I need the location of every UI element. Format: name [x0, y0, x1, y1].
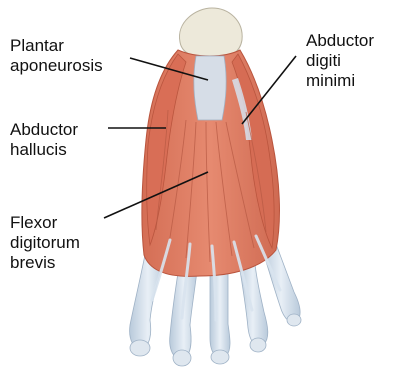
plantar-aponeurosis-label-line-2: aponeurosis	[10, 56, 103, 76]
abductor-hallucis-label: Abductor hallucis	[10, 120, 78, 160]
flexor-digitorum-brevis-label: Flexor digitorum brevis	[10, 213, 80, 273]
abductor-digiti-minimi-label: Abductor digiti minimi	[306, 31, 374, 91]
flexor-digitorum-brevis-label-line-3: brevis	[10, 253, 80, 273]
abductor-hallucis-label-line-2: hallucis	[10, 140, 78, 160]
fourth-toe-tip	[250, 338, 266, 352]
plantar-aponeurosis-label: Plantar aponeurosis	[10, 36, 103, 76]
flexor-digitorum-brevis-label-line-1: Flexor	[10, 213, 80, 233]
abductor-digiti-minimi-label-line-3: minimi	[306, 71, 374, 91]
plantar-aponeurosis-label-line-1: Plantar	[10, 36, 103, 56]
calcaneus-bone	[179, 8, 242, 58]
little-toe-tip	[287, 314, 301, 326]
flexor-digitorum-brevis-label-line-2: digitorum	[10, 233, 80, 253]
abductor-digiti-minimi-label-line-2: digiti	[306, 51, 374, 71]
big-toe-tip	[130, 340, 150, 356]
abductor-digiti-minimi-label-line-1: Abductor	[306, 31, 374, 51]
abductor-hallucis-label-line-1: Abductor	[10, 120, 78, 140]
second-toe-tip	[173, 350, 191, 366]
plantar-aponeurosis	[194, 56, 226, 120]
third-toe-tip	[211, 350, 229, 364]
